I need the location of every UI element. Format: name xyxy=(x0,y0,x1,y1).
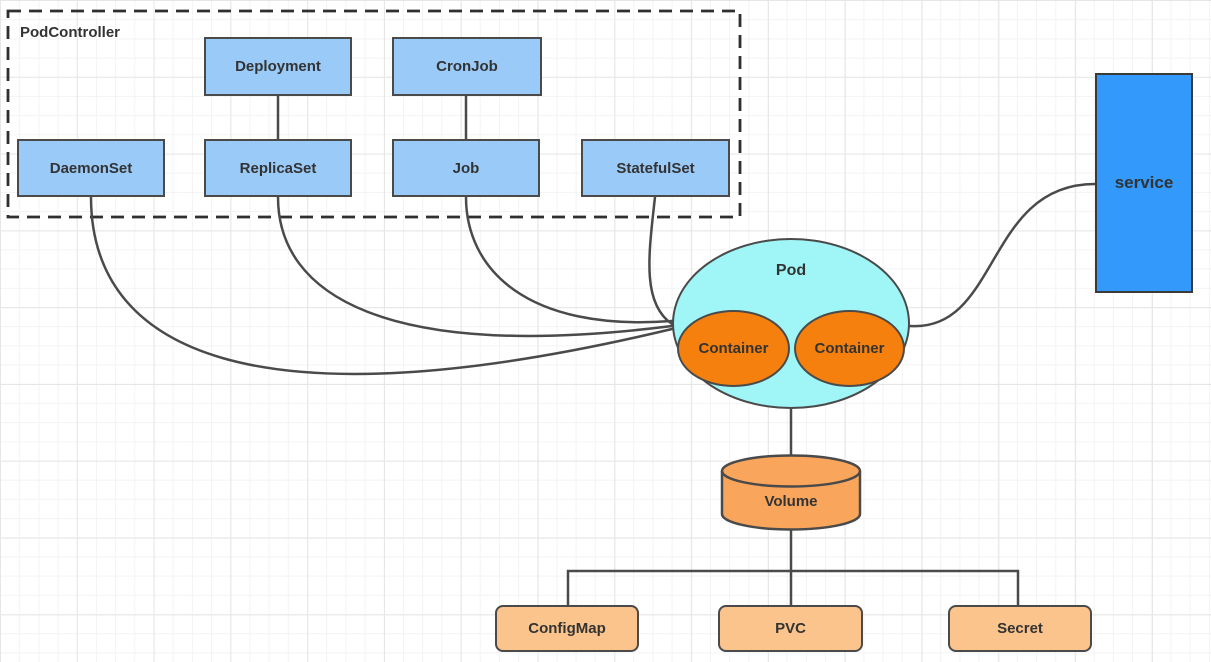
node-pod-label: Pod xyxy=(775,262,807,279)
node-cronjob-label: CronJob xyxy=(436,58,498,75)
node-statefulset-label: StatefulSet xyxy=(616,159,695,177)
edge-job-pod xyxy=(464,195,674,324)
node-replicaset-label: ReplicaSet xyxy=(239,159,317,177)
node-secret[interactable]: Secret xyxy=(948,605,1092,652)
podcontroller-label: PodController xyxy=(20,24,120,41)
node-service-label: service xyxy=(1114,173,1174,192)
node-secret-label: Secret xyxy=(997,620,1043,637)
edge-replicaset-pod xyxy=(276,195,674,338)
edge-volume-branches xyxy=(566,569,1020,609)
edge-statefulset-pod xyxy=(648,195,674,326)
node-cronjob[interactable]: CronJob xyxy=(392,37,542,96)
node-deployment-label: Deployment xyxy=(235,58,321,75)
node-replicaset[interactable]: ReplicaSet xyxy=(204,139,352,197)
node-volume[interactable]: Volume xyxy=(720,453,862,532)
node-container-left-label: Container xyxy=(698,340,769,357)
node-container-right[interactable]: Container xyxy=(794,310,905,387)
node-configmap-label: ConfigMap xyxy=(528,620,606,637)
node-pod[interactable]: Pod Container Container xyxy=(672,238,910,409)
node-pvc-label: PVC xyxy=(775,620,806,637)
node-service[interactable]: service xyxy=(1095,73,1193,293)
node-statefulset[interactable]: StatefulSet xyxy=(581,139,730,197)
edge-pod-service xyxy=(908,182,1097,328)
node-pvc[interactable]: PVC xyxy=(718,605,863,652)
volume-cylinder-shape xyxy=(720,454,862,531)
node-configmap[interactable]: ConfigMap xyxy=(495,605,639,652)
edge-daemonset-pod xyxy=(89,195,674,376)
node-container-right-label: Container xyxy=(814,340,885,357)
node-deployment[interactable]: Deployment xyxy=(204,37,352,96)
node-volume-label: Volume xyxy=(764,493,818,510)
node-container-left[interactable]: Container xyxy=(677,310,790,387)
node-job-label: Job xyxy=(452,159,480,177)
node-daemonset-label: DaemonSet xyxy=(49,159,133,177)
node-daemonset[interactable]: DaemonSet xyxy=(17,139,165,197)
podcontroller-group-border[interactable] xyxy=(6,9,742,219)
node-job[interactable]: Job xyxy=(392,139,540,197)
